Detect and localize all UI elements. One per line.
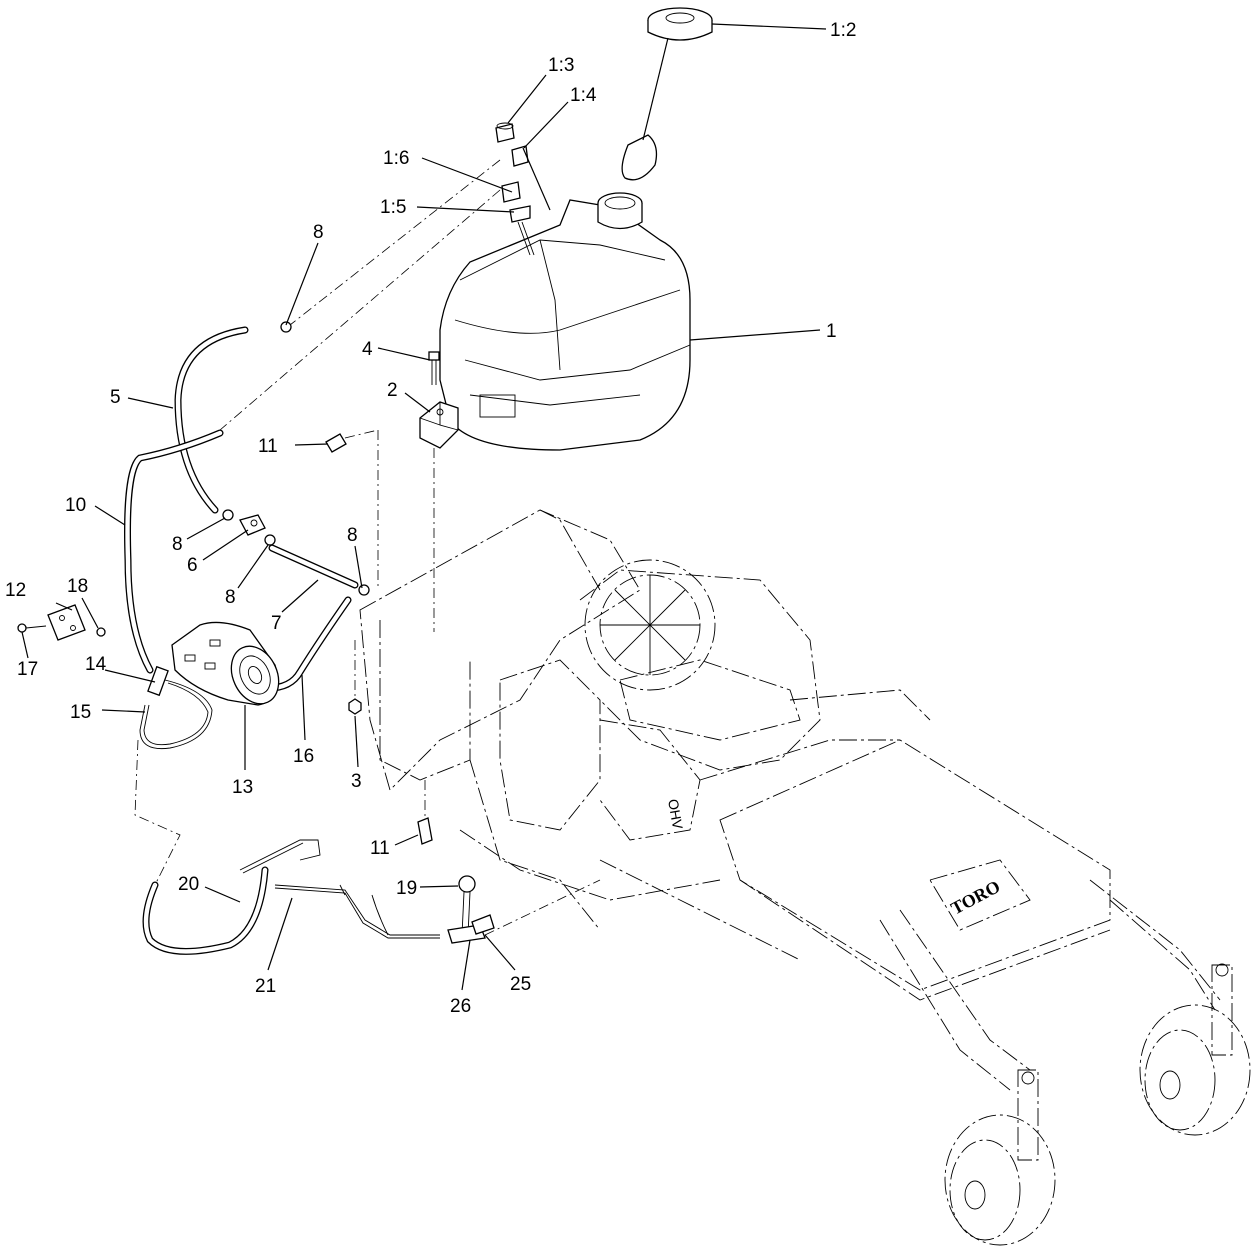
shutoff-valve xyxy=(447,875,495,944)
callout-21: 21 xyxy=(255,976,276,997)
callout-11-upper: 11 xyxy=(258,436,278,457)
fuel-hose-7 xyxy=(268,544,359,589)
callout-leaders xyxy=(21,23,827,991)
check-valve-upper xyxy=(325,433,347,453)
fuel-tank xyxy=(439,192,691,451)
engine: OHV xyxy=(499,559,821,841)
callout-17: 17 xyxy=(17,659,38,680)
phantom-leader-lines xyxy=(134,159,601,936)
callout-8-top: 8 xyxy=(313,222,324,243)
callout-10: 10 xyxy=(65,495,86,516)
tank-bracket xyxy=(419,401,459,449)
callout-4: 4 xyxy=(362,339,373,360)
fuel-hose-10 xyxy=(124,429,224,674)
left-caster-wheel xyxy=(944,1069,1056,1246)
callout-1-4: 1:4 xyxy=(570,85,597,106)
bolt xyxy=(428,351,440,385)
callout-7: 7 xyxy=(271,613,282,634)
valve-parts xyxy=(495,122,535,256)
toro-logo-text: TORO xyxy=(947,876,1003,918)
nut xyxy=(348,698,362,715)
callout-20: 20 xyxy=(178,874,199,895)
callout-25: 25 xyxy=(510,974,531,995)
cap-tether-loop xyxy=(621,134,658,181)
callout-1-3: 1:3 xyxy=(548,55,574,76)
canister-bracket xyxy=(47,604,86,641)
tube-fitting xyxy=(147,665,169,697)
callout-13: 13 xyxy=(232,777,253,798)
check-valve-lower xyxy=(417,817,433,845)
callout-11-lower: 11 xyxy=(370,838,390,859)
callout-12: 12 xyxy=(5,580,26,601)
callout-8-left: 8 xyxy=(172,534,183,555)
screw xyxy=(17,623,47,633)
hose-clamps xyxy=(222,321,370,596)
callout-26: 26 xyxy=(450,996,471,1017)
nut-18 xyxy=(96,627,106,637)
cable-21 xyxy=(239,839,440,939)
callout-5: 5 xyxy=(110,387,121,408)
mower-frame xyxy=(359,509,1221,1091)
callout-14: 14 xyxy=(85,654,107,675)
callout-1-5: 1:5 xyxy=(380,197,406,218)
callout-16: 16 xyxy=(293,746,314,767)
callout-19: 19 xyxy=(396,878,417,899)
callout-8-right: 8 xyxy=(347,525,358,546)
callout-1-2: 1:2 xyxy=(830,20,856,41)
callout-1-6: 1:6 xyxy=(383,148,409,169)
hose-15 xyxy=(139,679,213,750)
right-caster-wheel xyxy=(1139,963,1251,1136)
fuel-fitting xyxy=(239,514,266,536)
toro-deck-plate: TORO xyxy=(929,859,1031,931)
callout-2: 2 xyxy=(387,380,398,401)
fuel-cap xyxy=(647,7,713,41)
callout-1: 1 xyxy=(826,321,837,342)
callout-8-bottom: 8 xyxy=(225,587,236,608)
callout-15: 15 xyxy=(70,702,91,723)
callout-6: 6 xyxy=(187,555,198,576)
fuel-hose-5 xyxy=(174,326,249,514)
hose-20 xyxy=(142,866,269,955)
carbon-canister xyxy=(171,621,280,706)
callout-18: 18 xyxy=(67,576,88,597)
engine-badge-text: OHV xyxy=(665,798,686,831)
callout-3: 3 xyxy=(351,771,362,792)
